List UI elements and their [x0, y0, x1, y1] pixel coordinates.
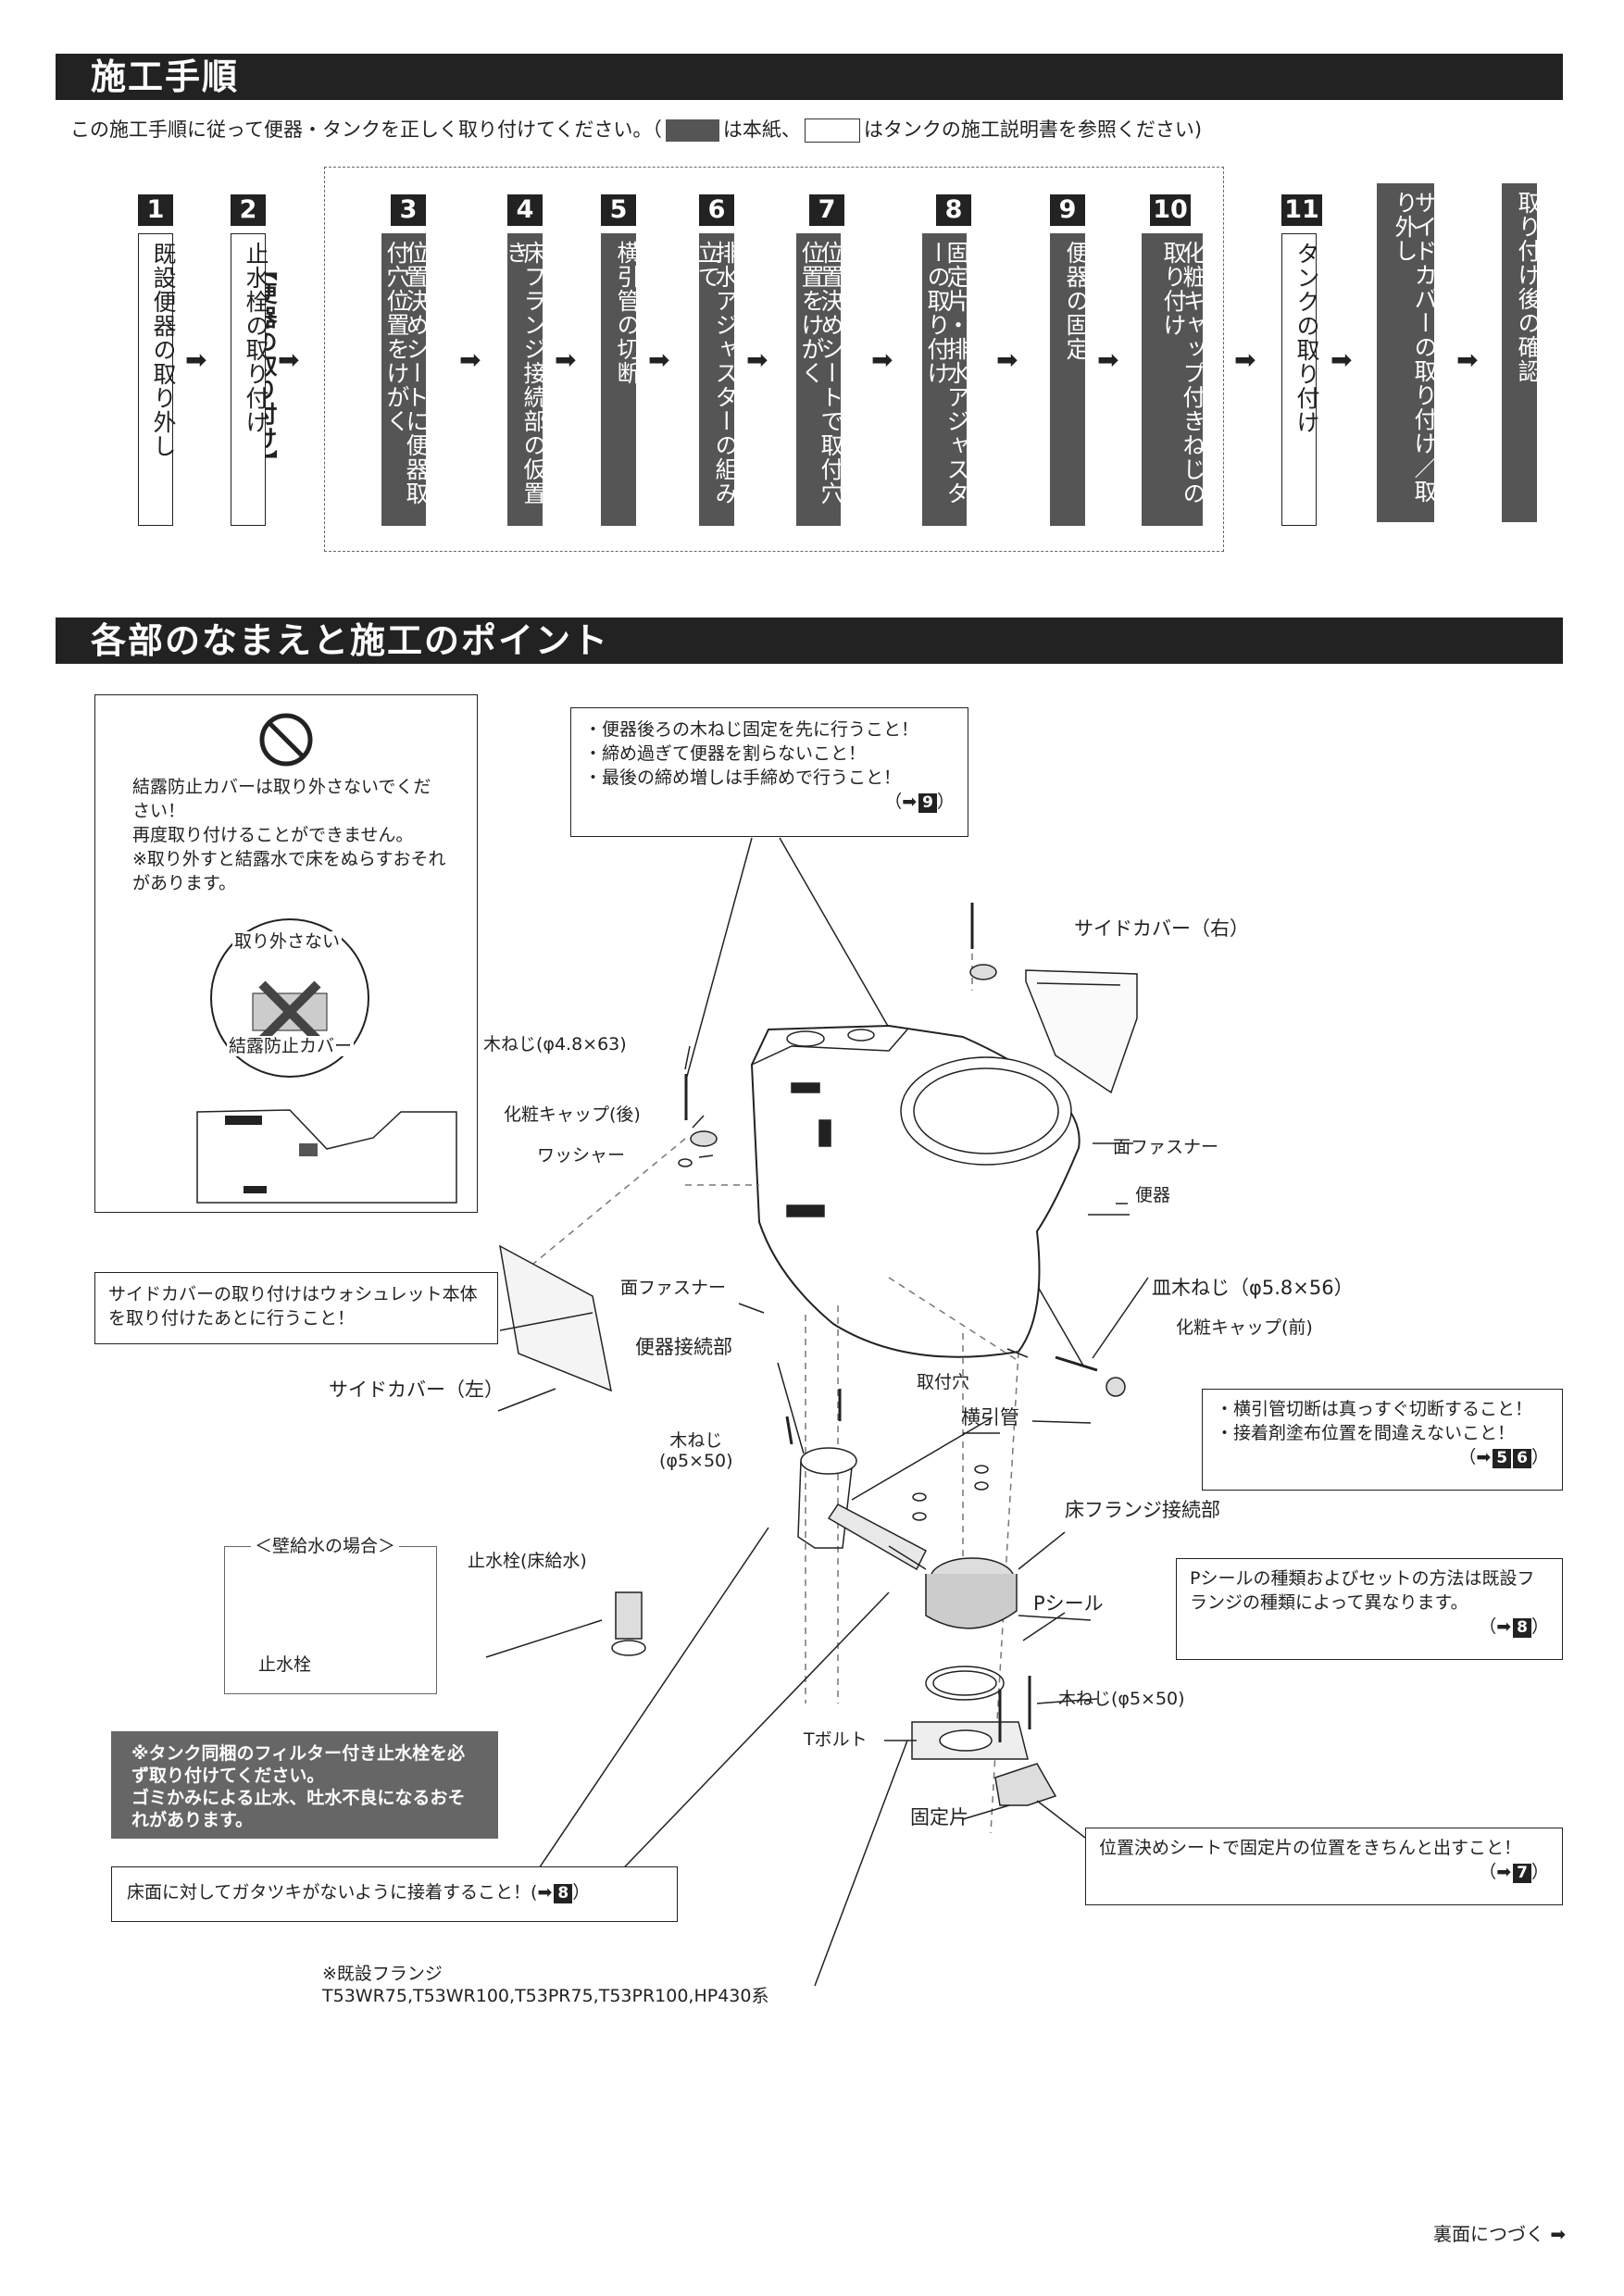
note-line: ・締め過ぎて便器を割らないこと！ [584, 743, 867, 764]
step-number: 3 [391, 194, 426, 226]
arrow-right-icon: ➡ [185, 344, 207, 375]
step-10-box: 化粧キャップ付きねじの取り付け [1142, 233, 1206, 526]
arrow-right-icon: ➡ [1456, 344, 1479, 375]
label-mount-hole: 取付穴 [917, 1372, 970, 1392]
label-fixing-piece: 固定片 [910, 1806, 968, 1828]
step-11-box: タンクの取り付け [1281, 233, 1320, 526]
warning-box: 結露防止カバーは取り外さないでください！ 再度取り付けることができません。 ※取… [94, 694, 478, 1213]
arrow-right-icon: ➡ [996, 344, 1018, 375]
floor-note: 床面に対してガタツキがないように接着すること！(➡8） [127, 1882, 591, 1903]
step-1-box: 既設便器の取り外し [138, 233, 177, 526]
note-line: ・横引管切断は真っすぐ切断すること！ [1216, 1399, 1533, 1419]
label-wood-screw-top: 木ねじ(φ4.8×63) [483, 1034, 627, 1054]
step-number: 8 [936, 194, 971, 226]
label-flat-screw: 皿木ねじ（φ5.8×56） [1152, 1277, 1354, 1299]
intro-text: この施工手順に従って便器・タンクを正しく取り付けてください。（は本紙、はタンクの… [70, 119, 1203, 143]
note-ref: （➡7） [1479, 1862, 1549, 1883]
step-number: 10 [1150, 194, 1191, 226]
pipe-note-box: ・横引管切断は真っすぐ切断すること！ ・接着剤塗布位置を間違えないこと！ （➡5… [1202, 1389, 1563, 1491]
fixing-note-box: 位置決めシートで固定片の位置をきちんと出すこと！ （➡7） [1085, 1828, 1563, 1905]
label-cap-front: 化粧キャップ(前) [1176, 1317, 1313, 1338]
step-number: 9 [1050, 194, 1085, 226]
note-ref: （➡9） [884, 792, 955, 813]
label-cap-rear: 化粧キャップ(後) [504, 1104, 641, 1125]
label-hook-fastener: 面ファスナー [1113, 1137, 1219, 1157]
label-side-cover-right: サイドカバー（右） [1074, 917, 1249, 940]
existing-flange-note: ※既設フランジ T53WR75,T53WR100,T53PR75,T53PR10… [322, 1964, 769, 2006]
section-heading-procedure: 施工手順 [56, 54, 1563, 100]
label-toilet: 便器 [1135, 1185, 1171, 1205]
step-7-box: 位置決めシートで取付穴位置をけがく [796, 233, 844, 526]
toilet-install-group [324, 167, 1224, 552]
label-floor-flange: 床フランジ接続部 [1065, 1499, 1220, 1521]
label-horizontal-pipe: 横引管 [961, 1406, 1019, 1429]
note-line: ・接着剤塗布位置を間違えないこと！ [1216, 1423, 1516, 1443]
arrow-right-icon: ➡ [278, 344, 300, 375]
note-line: ・最後の締め増しは手締めで行うこと！ [584, 767, 902, 788]
label-t-bolt: Tボルト [804, 1729, 868, 1750]
label-p-seal: Pシール [1033, 1592, 1104, 1615]
arrow-right-icon: ➡ [555, 344, 577, 375]
label-hook-fastener: 面ファスナー [620, 1278, 727, 1298]
swatch-tank-manual [804, 119, 860, 143]
cover-label: 結露防止カバー [227, 1036, 355, 1056]
step-number: 2 [231, 194, 266, 226]
section-heading-parts: 各部のなまえと施工のポイント [56, 618, 1563, 664]
label-toilet-connection: 便器接続部 [635, 1336, 732, 1358]
step-3-box: 位置決めシートに便器取付穴位置をけがく [381, 233, 430, 526]
floor-note-box: 床面に対してガタツキがないように接着すること！(➡8） [111, 1866, 678, 1922]
warning-text: 結露防止カバーは取り外さないでください！ 再度取り付けることができません。 ※取… [132, 777, 446, 893]
arrow-right-icon: ➡ [746, 344, 768, 375]
arrow-right-icon: ➡ [1097, 344, 1119, 375]
arrow-right-icon: ➡ [1234, 344, 1256, 375]
side-cover-note: サイドカバーの取り付けはウォシュレット本体を取り付けたあとに行うこと！ [108, 1284, 478, 1329]
side-cover-note-box: サイドカバーの取り付けはウォシュレット本体を取り付けたあとに行うこと！ [94, 1272, 498, 1344]
wall-supply-box: ＜壁給水の場合＞ 止水栓 [224, 1536, 437, 1694]
filter-note-box: ※タンク同梱のフィルター付き止水栓を必ず取り付けてください。 ゴミかみによる止水… [111, 1731, 498, 1839]
wall-supply-title: ＜壁給水の場合＞ [251, 1536, 400, 1556]
label-washer: ワッシャー [537, 1145, 626, 1166]
footer-continue: 裏面につづく ➡ [1433, 2223, 1567, 2245]
note-line: ・便器後ろの木ねじ固定を先に行うこと！ [584, 719, 919, 740]
label-valve-floor: 止水栓(床給水) [468, 1551, 587, 1571]
step-number: 6 [699, 194, 734, 226]
arrow-right-icon: ➡ [648, 344, 670, 375]
swatch-this-manual [665, 119, 719, 142]
note-ref: （➡8） [1479, 1616, 1549, 1638]
step-number: 7 [809, 194, 844, 226]
step-number: 5 [601, 194, 636, 226]
fixing-note: 位置決めシートで固定片の位置をきちんと出すこと！ [1099, 1838, 1522, 1858]
step-number: 11 [1281, 194, 1322, 226]
pseal-note-box: Pシールの種類およびセットの方法は既設フランジの種類によって異なります。 （➡8… [1176, 1558, 1563, 1660]
label-side-cover-left: サイドカバー（左） [329, 1379, 504, 1401]
step-2-box: 止水栓の取り付け [231, 233, 269, 526]
label-wood-screw-mid: 木ねじ (φ5×50) [659, 1430, 733, 1471]
wall-valve-label: 止水栓 [258, 1654, 312, 1675]
pseal-note: Pシールの種類およびセットの方法は既設フランジの種類によって異なります。 [1190, 1568, 1535, 1613]
arrow-right-icon: ➡ [459, 344, 481, 375]
toilet-cross-section-illustration [196, 1109, 457, 1204]
step-8-box: 固定片・排水アジャスターの取り付け [922, 233, 970, 526]
label-wood-screw-bottom: 木ねじ(φ5×50) [1058, 1689, 1185, 1709]
top-note-box: ・便器後ろの木ねじ固定を先に行うこと！ ・締め過ぎて便器を割らないこと！ ・最後… [570, 707, 968, 837]
step-number: 4 [507, 194, 543, 226]
arrow-right-icon: ➡ [1330, 344, 1353, 375]
arrow-right-icon: ➡ [871, 344, 893, 375]
callout-do-not-remove: 取り外さない [232, 931, 343, 952]
step-number: 1 [138, 194, 173, 226]
step-side-cover-box: サイドカバーの取り付け／取り外し [1377, 183, 1438, 522]
prohibited-icon [259, 713, 313, 767]
